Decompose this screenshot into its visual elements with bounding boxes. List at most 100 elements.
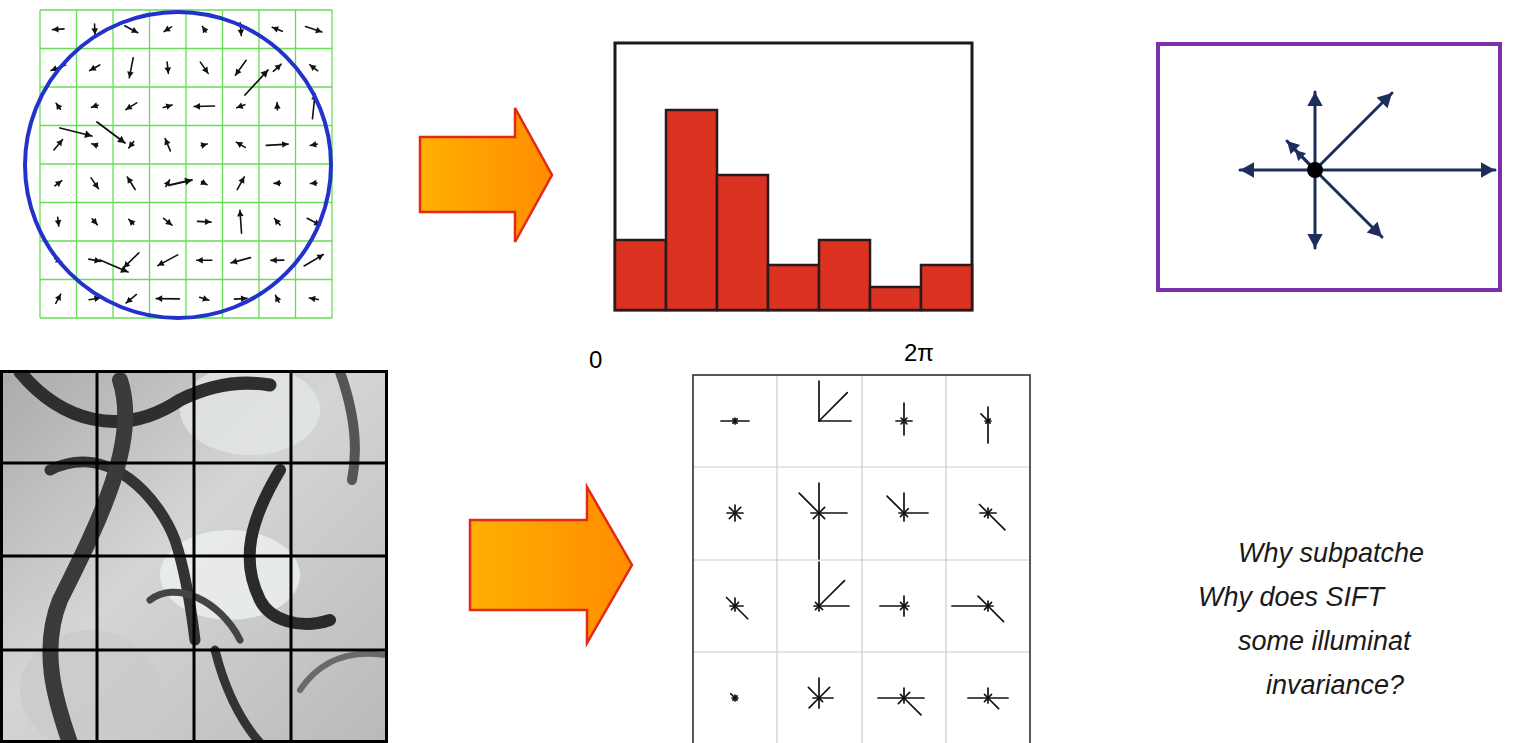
orientation-bin — [988, 697, 1008, 699]
arrow-head — [238, 177, 244, 184]
orientation-bin — [878, 697, 904, 699]
orientation-bin — [904, 513, 908, 517]
orientation-bin — [735, 420, 749, 422]
orientation-bin — [952, 605, 988, 607]
orientation-bin — [818, 513, 820, 559]
orientation-bin — [988, 421, 990, 423]
orientation-bin — [819, 687, 830, 698]
orientation-bin — [903, 493, 905, 513]
gradient-arrow — [274, 218, 280, 225]
orientation-bin — [904, 698, 921, 715]
arrow-head — [274, 180, 280, 187]
gradient-arrow — [56, 294, 61, 303]
orientation-bin — [987, 407, 989, 421]
orientation-bin — [818, 381, 820, 421]
orientation-bin — [809, 698, 819, 708]
gradient-arrow — [237, 177, 244, 190]
grid-line — [40, 163, 332, 164]
orientation-bin — [978, 596, 988, 606]
orientation-bin — [735, 698, 737, 700]
gradient-arrow — [1315, 93, 1392, 170]
gradient-arrow — [273, 64, 281, 71]
orientation-bin — [904, 421, 907, 424]
orientation-bin — [887, 496, 904, 513]
orientation-bin — [988, 513, 1005, 530]
orientation-bin — [799, 493, 819, 513]
arrow-head — [231, 258, 238, 264]
arrow-head — [201, 142, 208, 148]
arrow-head — [282, 141, 288, 148]
arrow-head — [1240, 162, 1254, 177]
gradient-arrow — [245, 70, 268, 95]
arrow-head — [1295, 150, 1306, 161]
arrow-head — [272, 26, 279, 32]
orientation-bin — [819, 698, 823, 702]
orientation-bin — [880, 605, 904, 607]
arrow-head — [55, 181, 62, 187]
gradient-arrow — [164, 218, 172, 225]
arrow-head — [164, 180, 170, 187]
arrow-head — [237, 29, 244, 35]
orientation-bin — [819, 513, 825, 519]
arrow-head — [197, 257, 203, 264]
direction-star — [1240, 92, 1495, 248]
arrow-head — [127, 177, 133, 184]
arrow-head — [56, 103, 62, 110]
arrow-head — [260, 70, 268, 78]
arrow-head — [235, 68, 241, 75]
orientation-bin — [987, 421, 989, 443]
orientation-bin — [731, 694, 735, 698]
gradient-arrow — [165, 139, 170, 151]
arrow-head — [129, 219, 136, 226]
grid-line — [40, 279, 332, 280]
arrow-head — [200, 179, 207, 185]
grid-line — [295, 10, 296, 318]
descriptor-grid — [693, 375, 1030, 743]
flow-arrow — [470, 487, 632, 643]
arrow-head — [158, 260, 165, 266]
arrow-head — [184, 178, 192, 186]
question-text: Why subpatche — [1238, 538, 1424, 569]
orientation-bin — [988, 698, 999, 709]
arrow-head — [124, 261, 131, 268]
arrow-head — [309, 296, 315, 303]
arrow-head — [205, 218, 211, 225]
grid-line — [222, 10, 223, 318]
orientation-bin — [819, 393, 847, 421]
gradient-arrow — [90, 65, 100, 71]
arrow-head — [1481, 162, 1495, 177]
gradient-arrow — [310, 65, 318, 71]
arrow-head — [1307, 92, 1322, 106]
image-patch — [0, 370, 388, 743]
arrow-head — [1367, 222, 1382, 237]
orientation-bin — [988, 606, 1004, 622]
arrow-head — [275, 295, 281, 302]
orientation-bin — [735, 606, 748, 619]
arrow-head — [1307, 234, 1322, 248]
orientation-bin — [735, 513, 741, 519]
arrow-head — [127, 71, 133, 78]
arrow-head — [55, 220, 62, 226]
question-text: invariance? — [1266, 670, 1404, 701]
center-dot — [1307, 162, 1323, 178]
arrow-head — [129, 141, 135, 148]
region-circle — [25, 12, 331, 318]
axis-label: 0 — [589, 346, 602, 374]
orientation-bin — [981, 414, 988, 421]
gradient-arrow — [200, 62, 208, 73]
arrow-head — [315, 27, 322, 33]
arrow-head — [92, 182, 98, 189]
arrow-head — [166, 103, 173, 109]
gradient-arrow — [1315, 170, 1382, 237]
gradient-arrow — [126, 103, 137, 110]
question-text: some illuminat — [1238, 626, 1411, 657]
orientation-bin — [903, 403, 905, 421]
arrow-head — [202, 67, 208, 74]
orientation-bin — [818, 483, 820, 513]
orientation-bin — [818, 678, 820, 698]
gradient-arrow — [100, 260, 128, 272]
orientation-bin — [727, 598, 735, 606]
arrow-head — [202, 295, 209, 301]
arrow-head — [271, 257, 277, 264]
arrow-head — [310, 141, 317, 147]
